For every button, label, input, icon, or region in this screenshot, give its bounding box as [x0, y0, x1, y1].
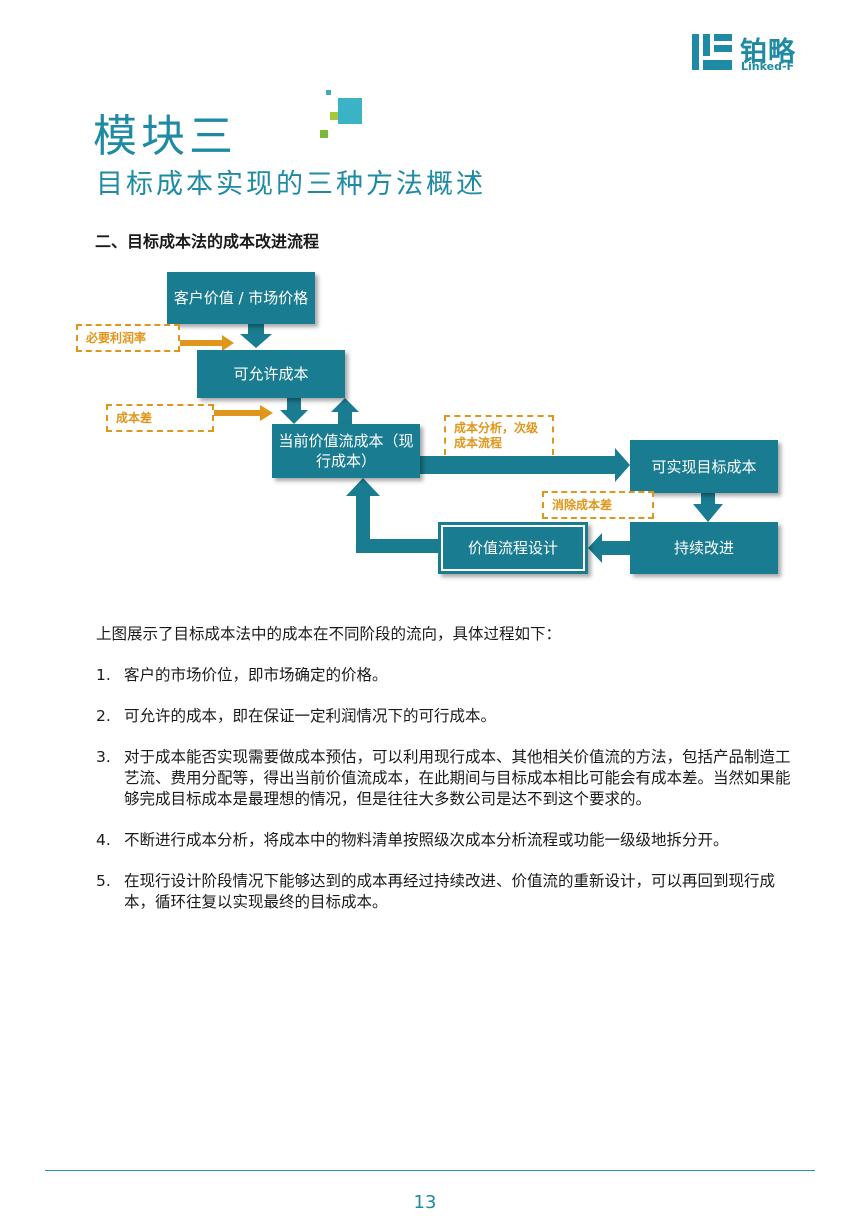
- arrow-down-to-allowable: [240, 322, 272, 348]
- box-achievable-target-cost: 可实现目标成本: [630, 440, 778, 493]
- list-item: 1. 客户的市场价位，即市场确定的价格。: [96, 666, 388, 684]
- process-step-list: 1. 客户的市场价位，即市场确定的价格。 2. 可允许的成本，即在保证一定利润情…: [96, 665, 796, 933]
- arrow-down-to-improvement: [693, 493, 723, 522]
- arrow-down-to-current: [280, 398, 308, 424]
- section-heading: 二、目标成本法的成本改进流程: [95, 232, 320, 251]
- box-allowable-cost: 可允许成本: [197, 350, 345, 398]
- list-item: 3. 对于成本能否实现需要做成本预估，可以利用现行成本、其他相关价值流的方法，包…: [96, 748, 791, 808]
- list-item: 4. 不断进行成本分析，将成本中的物料清单按照级次成本分析流程或功能一级级地拆分…: [96, 831, 729, 849]
- box-continuous-improvement: 持续改进: [630, 522, 778, 574]
- logo-mark-icon: [692, 34, 732, 70]
- label-required-margin: 必要利润率: [76, 324, 180, 352]
- intro-paragraph: 上图展示了目标成本法中的成本在不同阶段的流向，具体过程如下：: [96, 625, 562, 643]
- arrow-right-to-target: [420, 448, 630, 482]
- flow-arrows: [180, 322, 723, 563]
- arrow-cost-gap: [212, 405, 273, 421]
- list-item: 2. 可允许的成本，即在保证一定利润情况下的可行成本。: [96, 707, 497, 725]
- arrow-required-margin: [180, 335, 234, 351]
- cost-improvement-flow-diagram: 客户价值 / 市场价格 可允许成本 当前价值流成本（现行成本） 可实现目标成本 …: [60, 260, 800, 590]
- label-cost-gap: 成本差: [106, 404, 214, 432]
- arrow-left-to-design: [588, 533, 630, 563]
- footer-divider: [45, 1170, 815, 1171]
- logo-brand-cn: 铂略: [740, 37, 796, 68]
- label-cost-analysis: 成本分析，次级成本流程: [444, 415, 554, 455]
- title-decoration-icon: [320, 90, 362, 138]
- label-eliminate-cost-gap: 消除成本差: [542, 491, 654, 519]
- module-title: 模块三: [93, 111, 237, 162]
- page-subtitle: 目标成本实现的三种方法概述: [96, 169, 486, 200]
- box-current-value-stream-cost: 当前价值流成本（现行成本）: [272, 424, 420, 478]
- box-value-stream-design: 价值流程设计: [438, 522, 588, 574]
- brand-logo: 铂略 Linked-F: [690, 30, 810, 76]
- page-number: 13: [413, 1192, 437, 1213]
- box-customer-value: 客户价值 / 市场价格: [167, 272, 315, 324]
- logo-brand-en: Linked-F: [741, 60, 795, 73]
- arrow-up-to-allowable: [331, 398, 359, 424]
- list-item: 5. 在现行设计阶段情况下能够达到的成本再经过持续改进、价值流的重新设计，可以再…: [96, 872, 776, 911]
- arrow-loop-back-to-current: [346, 478, 438, 553]
